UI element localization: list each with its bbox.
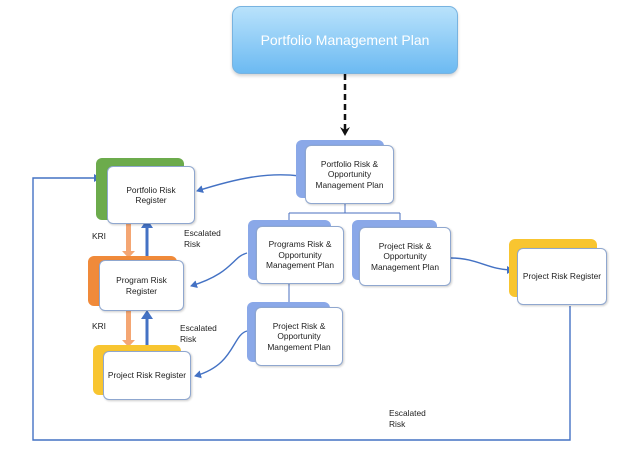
arrow-project-plan-to-right-register [450,257,514,274]
kri-label-top: KRI [92,231,106,241]
programs-risk-plan-text: Programs Risk & Opportunity Management P… [266,239,334,271]
arrow-programs-plan-to-register [190,252,248,289]
arrow-portfolio-plan-to-register [196,174,301,193]
escalated-risk-label-middle: Escalated Risk [180,323,217,344]
portfolio-risk-plan-text: Portfolio Risk & Opportunity Management … [315,158,384,190]
escalation-loop-line [32,174,571,441]
escalated-risk-label-bottom: Escalated Risk [389,408,426,429]
kri-arrows [122,224,135,347]
portfolio-management-plan-title: Portfolio Management Plan [260,32,430,48]
project-risk-register-right-box: Project Risk Register [517,248,607,305]
program-risk-register-box: Program Risk Register [99,260,184,311]
project-risk-plan-top-text: Project Risk & Opportunity Management Pl… [371,240,439,272]
escalated-risk-label-top: Escalated Risk [184,228,221,249]
portfolio-risk-register-box: Portfolio Risk Register [107,166,195,224]
kri-label-bottom: KRI [92,321,106,331]
project-risk-register-right-text: Project Risk Register [522,271,602,282]
portfolio-management-plan-box: Portfolio Management Plan [232,6,458,74]
portfolio-risk-plan-box: Portfolio Risk & Opportunity Management … [305,145,394,204]
project-risk-register-left-box: Project Risk Register [103,351,191,400]
project-risk-plan-bottom-box: Project Risk & Opportunity Mangement Pla… [255,307,343,366]
portfolio-risk-register-text: Portfolio Risk Register [126,184,176,206]
arrow-project-plan-to-left-register [194,330,248,379]
project-risk-plan-bottom-text: Project Risk & Opportunity Mangement Pla… [267,320,331,352]
project-risk-register-left-text: Project Risk Register [107,370,187,381]
programs-risk-plan-box: Programs Risk & Opportunity Management P… [256,226,344,284]
project-risk-plan-top-box: Project Risk & Opportunity Management Pl… [359,227,451,286]
program-risk-register-text: Program Risk Register [116,275,167,296]
